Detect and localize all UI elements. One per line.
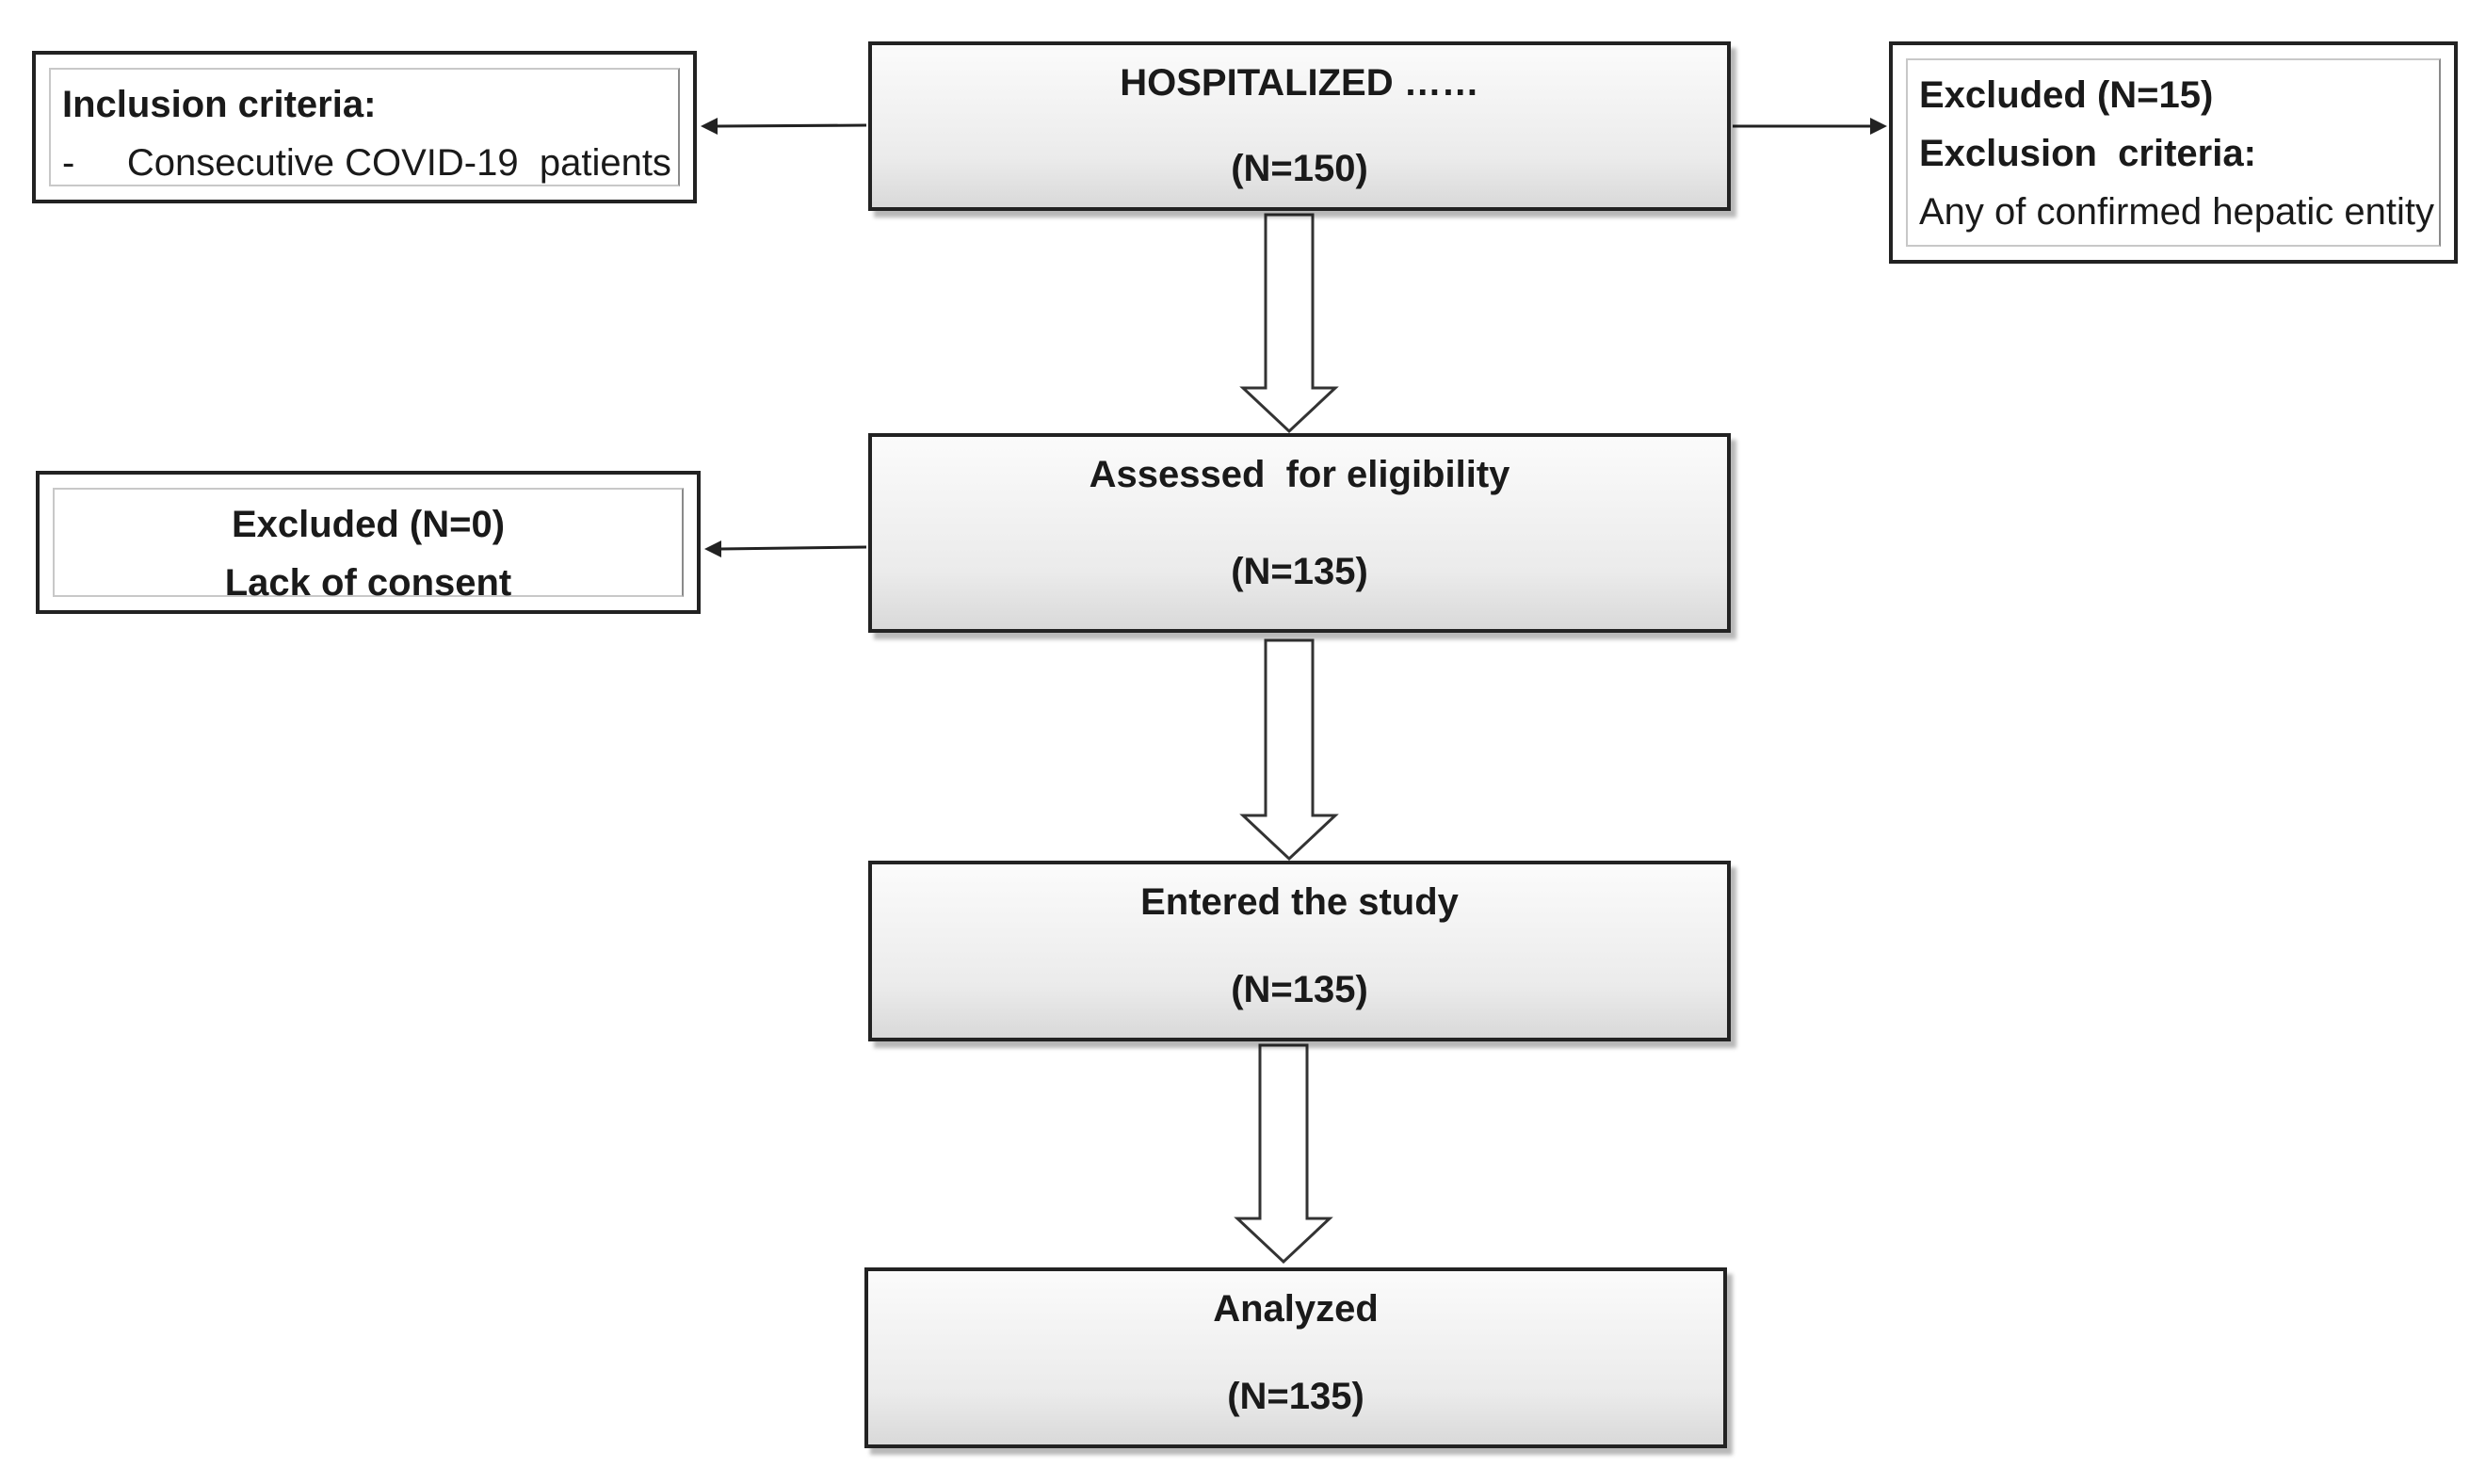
assessed-box: Assessed for eligibility (N=135) [868,433,1731,633]
exclusion-criteria-box: Excluded (N=15) Exclusion criteria: Any … [1889,41,2458,264]
hospitalized-title: HOSPITALIZED …… [1120,62,1479,104]
block-arrow-assessed-to-entered [1239,638,1339,862]
arrow-to-inclusion-line [715,123,867,128]
arrow-to-exclusion-head [1870,118,1887,135]
block-arrow-hospitalized-to-assessed [1239,213,1339,434]
consent-exclusion-inner: Excluded (N=0) Lack of consent [53,488,684,604]
arrow-to-consent-line [718,545,867,551]
inclusion-criteria-inner: Inclusion criteria: - Consecutive COVID-… [49,68,680,186]
exclusion-heading: Exclusion criteria: [1919,133,2256,174]
hospitalized-box: HOSPITALIZED …… (N=150) [868,41,1731,211]
consent-reason: Lack of consent [224,562,512,604]
excluded-count-label: Excluded (N=15) [1919,74,2214,116]
inclusion-heading: Inclusion criteria: [62,84,377,125]
inclusion-criteria-box: Inclusion criteria: - Consecutive COVID-… [32,51,697,203]
arrow-to-inclusion-head [701,118,718,135]
analyzed-box: Analyzed (N=135) [864,1267,1727,1448]
exclusion-item: Any of confirmed hepatic entity [1919,191,2434,233]
arrow-to-consent-head [704,540,721,557]
entered-title: Entered the study [1140,881,1459,923]
block-arrow-entered-to-analyzed [1234,1043,1333,1265]
assessed-title: Assessed for eligibility [1089,454,1510,495]
analyzed-count: (N=135) [1227,1376,1364,1417]
inclusion-item: - Consecutive COVID-19 patients [62,142,671,184]
entered-box: Entered the study (N=135) [868,861,1731,1041]
entered-count: (N=135) [1231,969,1368,1010]
hospitalized-count: (N=150) [1231,148,1368,189]
consent-excluded-count: Excluded (N=0) [231,504,506,545]
consent-exclusion-box: Excluded (N=0) Lack of consent [36,471,701,614]
analyzed-title: Analyzed [1213,1288,1379,1330]
exclusion-criteria-inner: Excluded (N=15) Exclusion criteria: Any … [1906,58,2441,247]
assessed-count: (N=135) [1231,551,1368,592]
